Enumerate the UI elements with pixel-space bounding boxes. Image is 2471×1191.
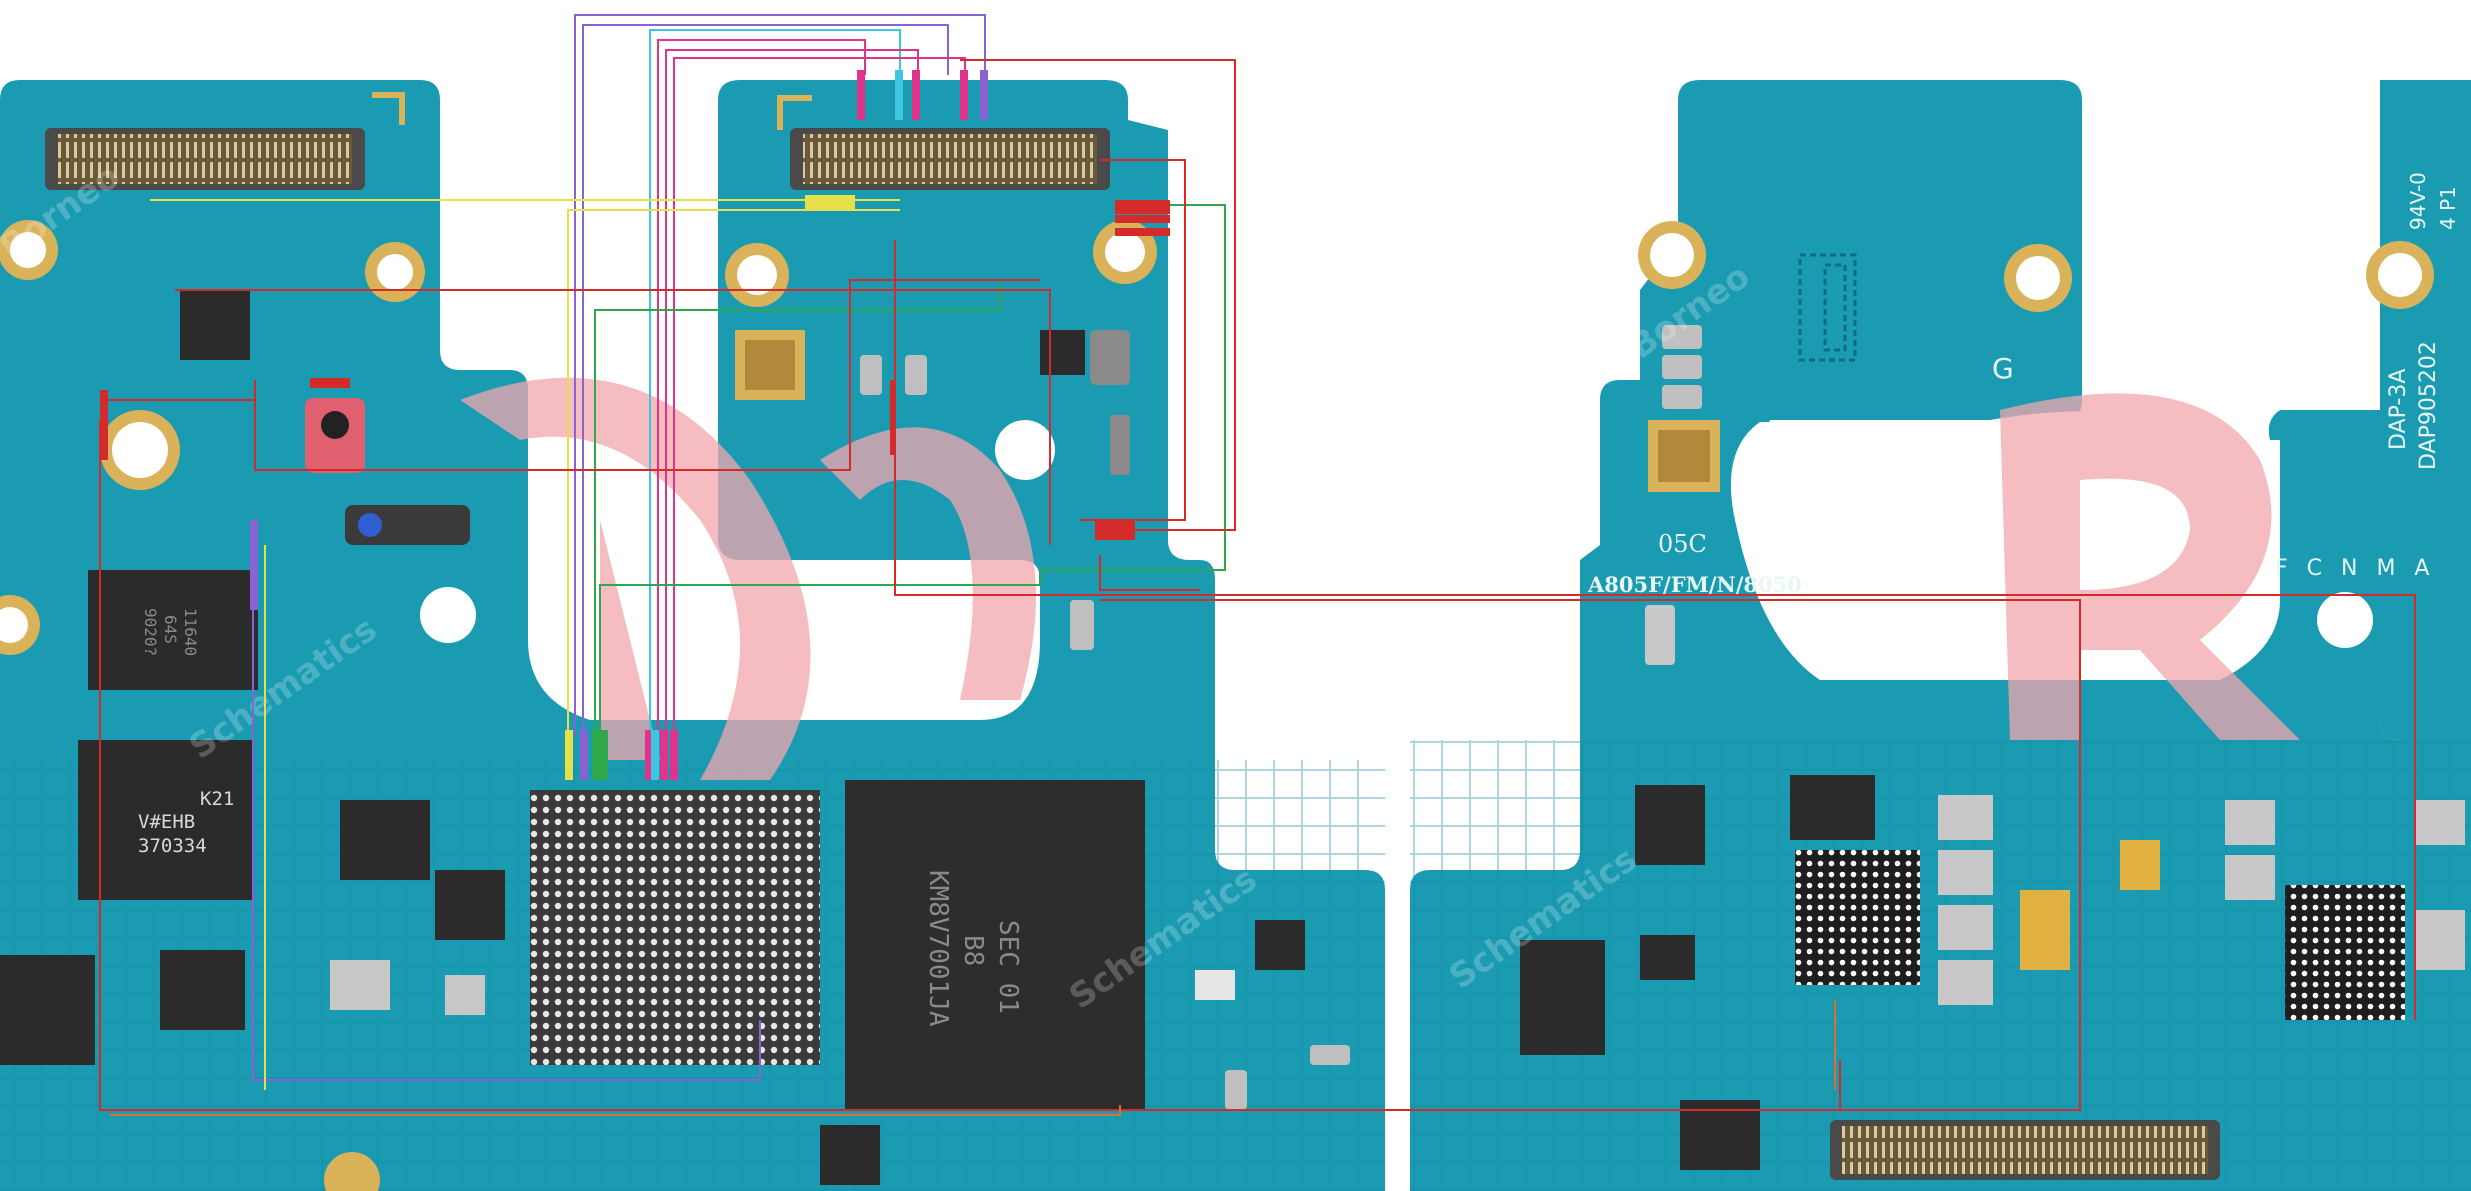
trace-purple-1: [574, 14, 986, 735]
chip-c-line-1: SEC 01: [993, 920, 1023, 1014]
memory-chip: [845, 780, 1145, 1110]
left-board: 11640 64S 9020? K21 V#EHB 370334 SEC 01 …: [0, 80, 1385, 1191]
trace-purple-2: [582, 24, 949, 740]
watermark-logo-right: [2000, 393, 2300, 740]
mic-port: [358, 513, 382, 537]
chip-b-line-3: 370334: [138, 835, 207, 857]
dark-ics-left: [0, 330, 1305, 1185]
passive-components-left: [330, 330, 1350, 1110]
dap-rev-label: DAP-3A: [2386, 369, 2411, 450]
pcb-rating: 94V-0: [2406, 172, 2430, 230]
watermark-logo-left: [460, 377, 811, 780]
far-right-board-outline: [2268, 80, 2471, 740]
chip-small-1: [180, 290, 250, 360]
trace-red-4: [100, 279, 1040, 471]
trace-cyan-1: [649, 29, 901, 730]
trace-yellow-2: [567, 209, 900, 740]
trace-red-9: [1099, 555, 1200, 591]
layer-mark: 4 P1: [2436, 186, 2460, 230]
cap-column: [1662, 325, 1702, 409]
chip-b-line-2: V#EHB: [138, 811, 195, 833]
chip-a-line-2: 64S: [161, 615, 180, 644]
trace-pads: [100, 70, 1170, 780]
watermark-logo-mid: [820, 427, 1036, 700]
chip-b-line-1: K21: [200, 788, 234, 810]
board-rev-label: 05C: [1658, 530, 1707, 558]
schematic-traces: [99, 14, 2416, 1116]
chip-b: [78, 740, 253, 900]
soc-bga: [530, 790, 820, 1065]
board-model-label: A805F/FM/N/8050: [1587, 572, 1802, 597]
trace-red-3: [175, 289, 1051, 545]
bga-right-1: [1795, 850, 1920, 985]
corner-mark-2: [777, 95, 812, 130]
chip-c-line-3: B8: [958, 935, 988, 966]
chip-a: [88, 570, 258, 690]
chip-a-line-3: 9020?: [141, 608, 160, 656]
passive-components-right: [1645, 605, 2465, 1005]
corner-mark-1: [372, 92, 405, 125]
connector-bottom-right-pins: [1842, 1126, 2208, 1174]
right-board: 05C A805F/FM/N/8050 G 94V-0 4 P1 DAP-3A …: [1410, 80, 2471, 1191]
chip-a-line-1: 11640: [181, 608, 200, 656]
bga-right-2: [2285, 885, 2405, 1020]
trace-red-1: [960, 59, 1236, 531]
connector-top-right-pins: [803, 134, 1097, 184]
chip-c-line-2: KM8V7001JA: [923, 870, 953, 1027]
connector-top-left-pins: [58, 134, 352, 184]
trace-pink-3: [673, 57, 966, 745]
mounting-holes-right: [1638, 221, 2434, 654]
dap-code-label: DAP905202: [2416, 341, 2441, 470]
samsung-logo-letter: G: [1992, 352, 2014, 385]
trace-pink-2: [665, 49, 919, 740]
trace-violet-left: [252, 540, 761, 1081]
trace-orange-1: [110, 1105, 1121, 1116]
dark-ics-right: [1520, 775, 1875, 1170]
trace-green-1: [594, 285, 1001, 745]
qr-code-left-inner: [745, 340, 795, 390]
dashed-footprint: [1798, 253, 1857, 362]
sensor-lens: [321, 411, 349, 439]
qr-code-right-inner: [1658, 430, 1710, 482]
trace-red-8: [254, 380, 300, 471]
trace-red-7: [99, 420, 1841, 1111]
trace-green-2: [599, 204, 1226, 745]
board-flags: F C N M A: [2275, 556, 2435, 581]
